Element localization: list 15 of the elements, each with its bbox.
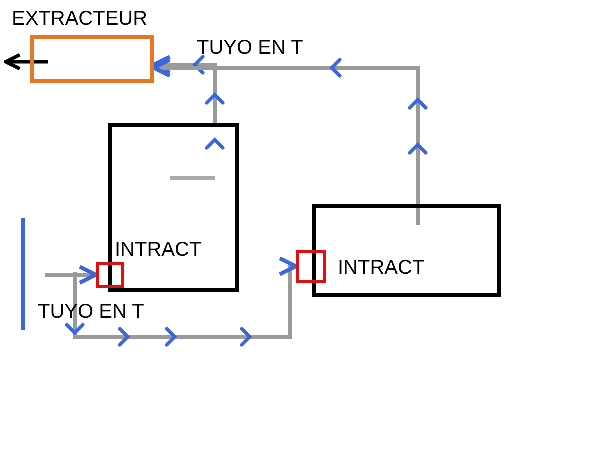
pipe-arrow: [152, 55, 225, 150]
pipe-label: TUYO EN T: [38, 302, 144, 322]
node-title: EXTRACTEUR: [12, 9, 148, 29]
pipe-label: INTRACT: [338, 258, 425, 278]
inlet-square: [296, 250, 326, 283]
extractor-fan-box: [30, 35, 154, 83]
grow-light-box: [108, 123, 239, 292]
pipe-arrow: [152, 58, 428, 204]
exhaust-arrow: [4, 53, 48, 71]
pipe-arrow: [65, 256, 298, 347]
grow-light-box: [312, 204, 501, 297]
pipe-label: INTRACT: [115, 240, 202, 260]
pipe-arrow: [45, 265, 98, 285]
pipe-label: TUYO EN T: [197, 38, 304, 58]
inlet-square: [96, 262, 124, 288]
